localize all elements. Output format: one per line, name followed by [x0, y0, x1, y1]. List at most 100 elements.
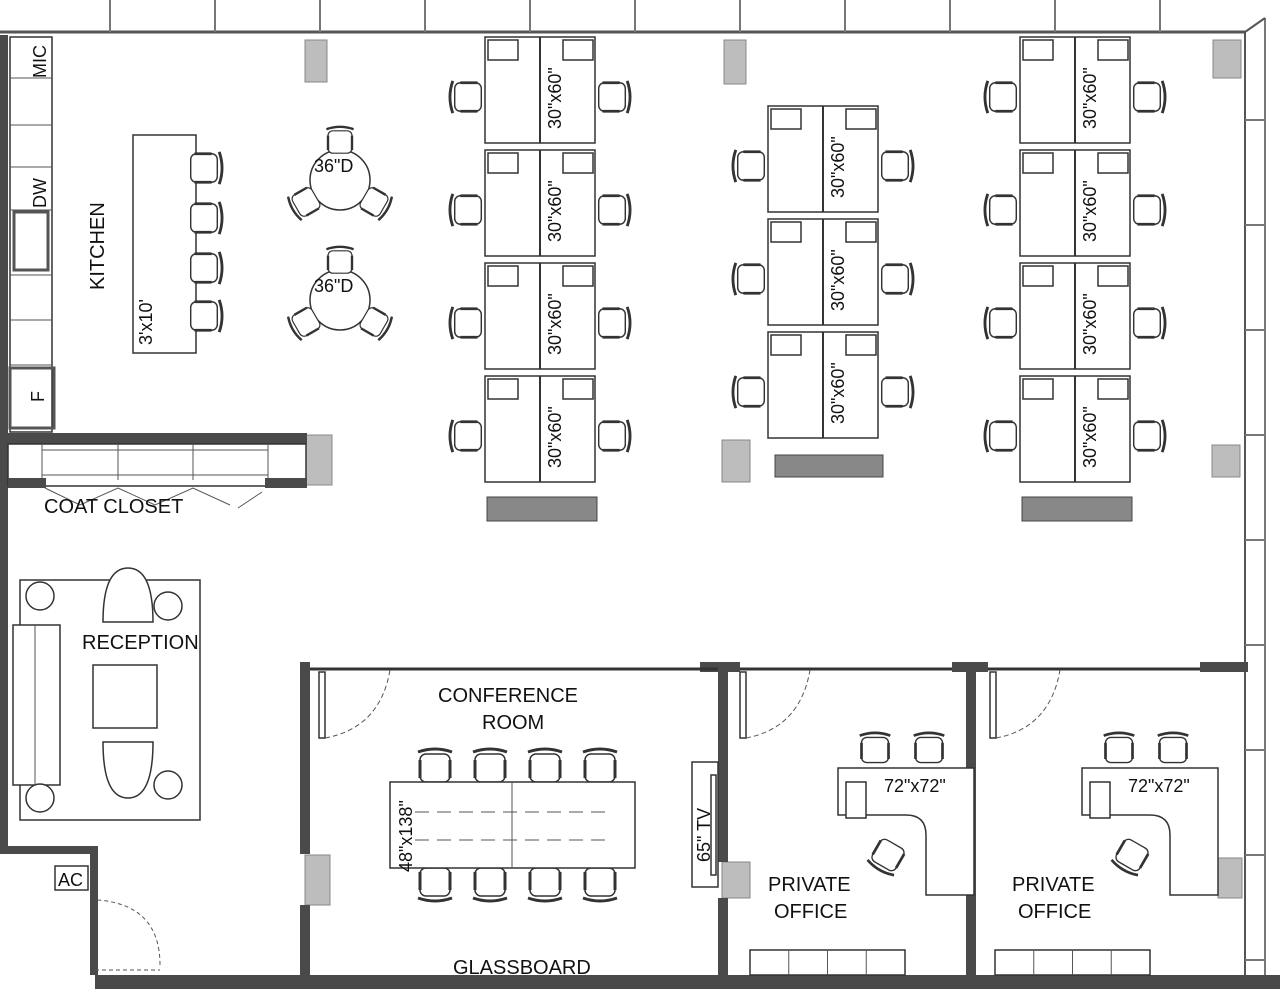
workstation-dimension: 30"x60": [1080, 180, 1100, 242]
round-table: 36"D: [286, 245, 394, 342]
kitchen-island: 3'x10': [132, 134, 197, 354]
workstation: 30"x60": [448, 262, 632, 370]
private-office-label-2: OFFICE: [1018, 901, 1091, 923]
island-dimension: 3'x10': [136, 299, 156, 345]
chair: [326, 245, 354, 274]
workstation: 30"x60": [983, 375, 1167, 483]
reception-area: RECEPTION: [12, 567, 201, 821]
chair: [448, 306, 483, 340]
office-desk: [1081, 767, 1219, 896]
fridge-label: F: [28, 391, 48, 402]
microwave-label: MIC: [30, 45, 50, 78]
chair: [880, 375, 915, 409]
chair: [597, 306, 632, 340]
workstation-dimension: 30"x60": [828, 362, 848, 424]
chair: [189, 201, 224, 235]
workstation: 30"x60": [731, 105, 915, 213]
coffee-table: [92, 664, 158, 729]
svg-text:65" TV: 65" TV: [694, 808, 714, 862]
monitor: [1022, 152, 1054, 174]
monitor: [1097, 152, 1129, 174]
monitor: [1022, 39, 1054, 61]
workstation-dimension: 30"x60": [1080, 293, 1100, 355]
lounge-chair: [102, 741, 154, 799]
monitor: [1097, 39, 1129, 61]
workstation: 30"x60": [731, 218, 915, 326]
fridge-icon: [8, 366, 56, 430]
monitor: [562, 265, 594, 287]
monitor: [770, 334, 802, 356]
round-table: 36"D: [286, 125, 394, 222]
monitor: [770, 221, 802, 243]
exterior-window-wall-top: [0, 0, 1245, 34]
chair: [448, 80, 483, 114]
monitor: [487, 265, 519, 287]
chair: [1132, 80, 1167, 114]
workstation: 30"x60": [448, 375, 632, 483]
lounge-chair: [102, 567, 154, 623]
chair: [448, 193, 483, 227]
monitor: [845, 334, 877, 356]
chair: [326, 125, 354, 154]
workstation: 30"x60": [983, 262, 1167, 370]
chair: [983, 306, 1018, 340]
chair: [286, 186, 321, 222]
private-office-label: PRIVATE: [1012, 874, 1095, 896]
monitor: [1022, 378, 1054, 400]
chair: [1132, 193, 1167, 227]
monitor: [562, 378, 594, 400]
coat-closet-label: COAT CLOSET: [44, 496, 183, 518]
monitor: [562, 152, 594, 174]
chair: [582, 747, 618, 783]
chair: [983, 419, 1018, 453]
conference-table-dimension: 48"x138": [396, 800, 416, 872]
chair: [983, 80, 1018, 114]
chair: [359, 186, 394, 222]
chair: [359, 306, 394, 342]
monitor: [845, 781, 867, 819]
tv: 65" TV: [691, 761, 719, 888]
reception-label: RECEPTION: [82, 632, 199, 654]
chair: [983, 193, 1018, 227]
workstation: 30"x60": [448, 36, 632, 144]
kitchen-wall: [5, 433, 307, 444]
chair: [731, 149, 766, 183]
conference-label: CONFERENCE: [438, 685, 578, 707]
chair: [417, 747, 453, 783]
conference-label-2: ROOM: [482, 712, 544, 734]
chair: [880, 149, 915, 183]
workstation-dimension: 30"x60": [1080, 406, 1100, 468]
chair: [417, 867, 453, 903]
workstation: 30"x60": [983, 36, 1167, 144]
monitor: [487, 152, 519, 174]
chair: [1132, 419, 1167, 453]
chair: [582, 867, 618, 903]
chair: [472, 867, 508, 903]
exterior-window-wall-right: [1244, 17, 1266, 989]
private-office-label-2: OFFICE: [774, 901, 847, 923]
monitor: [845, 108, 877, 130]
chair: [597, 80, 632, 114]
kitchen-counter: MIC DW F: [8, 36, 56, 433]
monitor: [770, 108, 802, 130]
chair: [866, 838, 906, 877]
chair: [189, 251, 224, 285]
monitor: [487, 378, 519, 400]
chair: [731, 375, 766, 409]
chair: [859, 731, 891, 764]
private-office-label: PRIVATE: [768, 874, 851, 896]
office-desk: [837, 767, 975, 896]
workstation-dimension: 30"x60": [545, 293, 565, 355]
monitor: [1097, 378, 1129, 400]
monitor: [1097, 265, 1129, 287]
chair: [913, 731, 945, 764]
monitor: [487, 39, 519, 61]
exterior-wall-bottom: [95, 975, 1280, 989]
planters: [486, 454, 1133, 522]
monitor: [845, 221, 877, 243]
round-table-dimension: 36"D: [314, 156, 353, 176]
workstation-dimension: 30"x60": [828, 249, 848, 311]
office-desk-dimension: 72"x72": [884, 776, 946, 796]
chair: [527, 867, 563, 903]
